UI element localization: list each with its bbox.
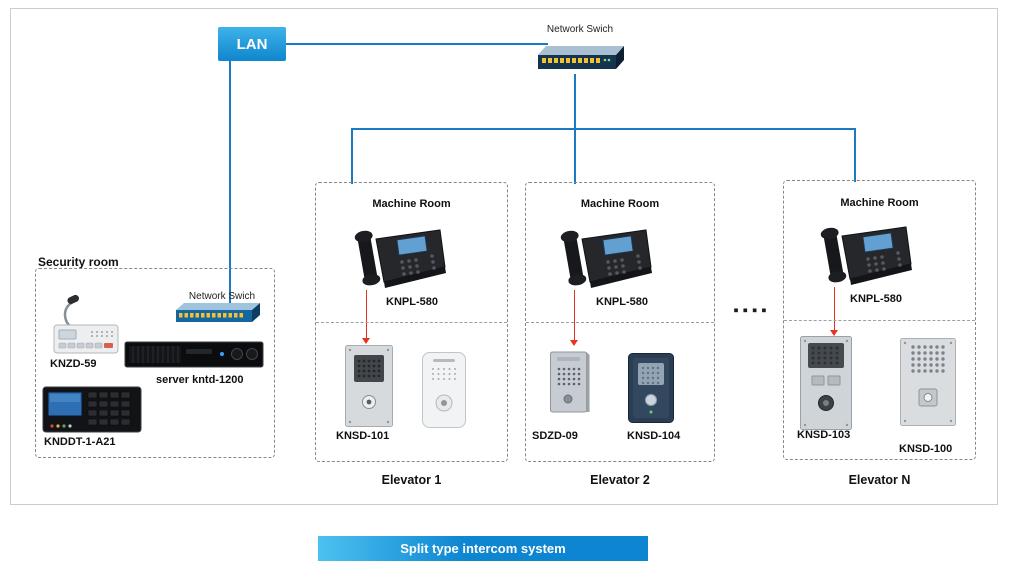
room-2-separator	[526, 322, 714, 323]
elevator-1-label: Elevator 1	[381, 473, 442, 487]
arrow-down-icon	[830, 330, 838, 336]
phone-1-label: KNPL-580	[386, 296, 438, 308]
security-network-switch-icon	[172, 300, 262, 333]
diagram-border	[10, 8, 998, 505]
system-title-label: Split type intercom system	[400, 541, 566, 556]
room-n-separator	[784, 320, 975, 321]
security-room-title: Security room	[38, 255, 119, 269]
link-arrow-1	[362, 290, 371, 344]
arrow-down-icon	[362, 338, 370, 344]
top-switch-label: Network Swich	[546, 24, 614, 35]
connector-trunk	[351, 128, 856, 130]
knsd-101-station-icon	[421, 351, 467, 434]
knsd-101-label: KNSD-101	[336, 430, 390, 442]
machine-room-1-box	[315, 182, 508, 462]
connector-drop-elevator2	[574, 128, 576, 184]
connector-lan-to-switch	[286, 43, 548, 45]
machine-room-1-title: Machine Room	[372, 198, 451, 210]
network-switch-icon	[534, 42, 626, 81]
machine-room-2-title: Machine Room	[580, 198, 660, 210]
ip-phone-1-icon	[352, 222, 447, 297]
lan-box: LAN	[218, 27, 286, 61]
phone-2-label: KNPL-580	[596, 296, 648, 308]
connector-lan-to-security	[229, 61, 231, 307]
server-icon	[124, 336, 264, 377]
knsd-100-icon	[899, 337, 957, 432]
security-room-box	[35, 268, 275, 458]
knsd-101-panel-icon	[344, 344, 394, 433]
system-title-banner: Split type intercom system	[318, 536, 648, 561]
knsd-103-label: KNSD-103	[797, 429, 851, 441]
elevator-n-label: Elevator N	[848, 473, 911, 487]
knddt-label: KNDDT-1-A21	[44, 436, 116, 448]
connector-drop-elevator1	[351, 128, 353, 184]
security-switch-label: Network Swich	[188, 291, 256, 302]
machine-room-n-title: Machine Room	[840, 197, 919, 209]
sdzd-09-icon	[549, 349, 591, 420]
knsd-103-icon	[799, 335, 853, 436]
knsd-104-icon	[627, 352, 675, 429]
link-arrow-2	[570, 290, 579, 346]
connector-drop-elevatorN	[854, 128, 856, 182]
elevator-2-label: Elevator 2	[590, 473, 650, 487]
arrow-down-icon	[570, 340, 578, 346]
ip-phone-n-icon	[818, 219, 913, 294]
room-1-separator	[316, 322, 507, 323]
knsd-100-label: KNSD-100	[899, 443, 953, 455]
link-arrow-n	[830, 287, 839, 336]
server-label: server kntd-1200	[156, 374, 244, 386]
sdzd-09-label: SDZD-09	[532, 430, 578, 442]
knzd-59-label: KNZD-59	[50, 358, 97, 370]
connector-switch-down	[574, 74, 576, 130]
phone-n-label: KNPL-580	[850, 293, 902, 305]
machine-room-n-box	[783, 180, 976, 460]
knzd-59-intercom-icon	[50, 294, 122, 363]
machine-room-2-box	[525, 182, 715, 462]
ip-phone-2-icon	[558, 222, 653, 297]
knsd-104-label: KNSD-104	[627, 430, 681, 442]
ellipsis-dots: ▪▪▪▪	[733, 302, 771, 319]
lan-label: LAN	[236, 35, 268, 53]
knddt-console-icon	[42, 384, 142, 439]
